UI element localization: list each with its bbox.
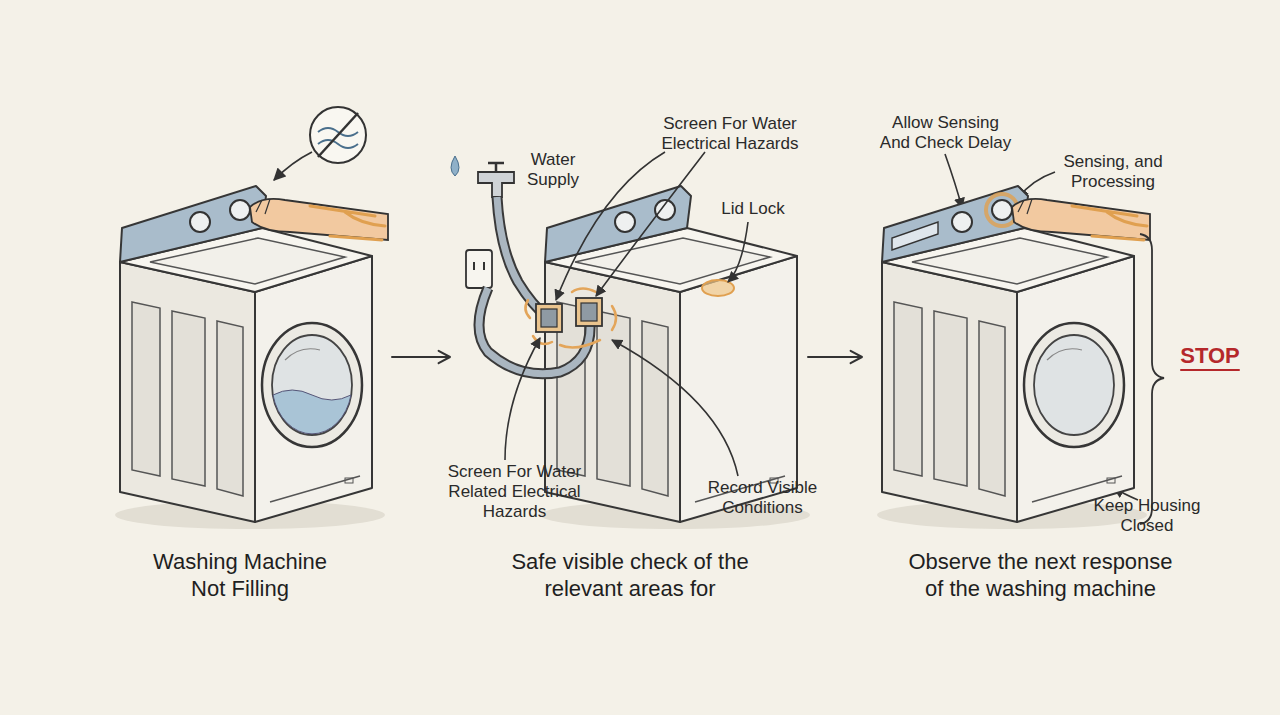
flow-arrow	[808, 351, 862, 363]
callout-label: Allow Sensing And Check Delay	[878, 113, 1013, 153]
flow-arrow	[392, 351, 450, 363]
no-water-icon	[274, 107, 366, 180]
water-faucet	[451, 156, 514, 197]
callout-label: Keep Housing Closed	[1082, 496, 1212, 536]
step-caption: Observe the next response of the washing…	[898, 548, 1183, 602]
callout-label: Screen For Water Electrical Hazards	[640, 114, 820, 154]
step-panel: Observe the next response of the washing…	[862, 150, 1242, 600]
callout-label: Water Supply	[518, 150, 588, 190]
bracket	[1140, 234, 1164, 524]
water-level	[273, 390, 351, 434]
warning-label: STOP	[1172, 342, 1248, 370]
washing-machine	[877, 186, 1150, 529]
lid-lock-highlight	[702, 280, 734, 296]
callout-label: Screen For Water Related Electrical Haza…	[432, 462, 597, 522]
callout-label: Sensing, and Processing	[1048, 152, 1178, 192]
wall-outlet	[466, 250, 492, 288]
step-panel: Washing Machine Not Filling	[100, 150, 392, 600]
callout-label: Record Visible Conditions	[690, 478, 835, 518]
step-caption: Washing Machine Not Filling	[145, 548, 335, 602]
washing-machine	[115, 186, 388, 529]
step-caption: Safe visible check of the relevant areas…	[510, 548, 750, 602]
callout-label: Lid Lock	[708, 199, 798, 219]
